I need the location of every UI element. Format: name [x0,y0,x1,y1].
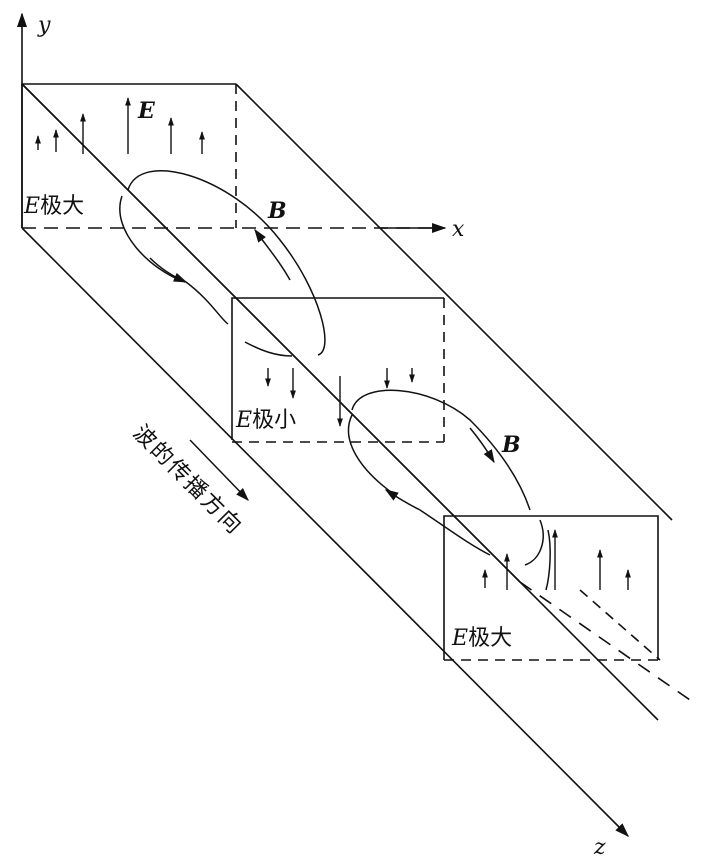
b-field-label-2: B [501,432,521,458]
box-edge-top-right [235,83,673,521]
b-loop-2-back-arrow [384,489,421,511]
face-2-solid [231,297,444,440]
propagation-arrow [189,439,249,501]
wave-axis [21,83,521,583]
e-field-label: E [137,98,156,124]
face-3-solid [443,515,659,660]
b-loop-2-end [419,509,491,556]
y-axis-label: y [37,13,51,38]
b-loop-1-back [119,195,186,283]
b-loop-3-mark [545,529,551,591]
x-axis-label: x [452,217,465,242]
z-axis-label: z [593,835,606,860]
wave-axis-dash [519,581,691,701]
face-3-diag-dashed [579,589,661,661]
b-loop-1-arrow [254,228,291,281]
b-field-label-1: B [267,198,287,224]
b-loop-2-right [524,519,544,566]
b-loop-1-front [127,169,326,356]
region-label-3: E极大 [451,626,512,651]
b-loop-2-top [351,389,531,511]
b-loop-1-tail [185,281,229,325]
b-loop-2-lower [347,414,396,496]
b-loop-1-back-arrow [149,257,188,283]
z-axis [21,227,630,838]
b-loop-2-arrow [469,427,495,464]
b-loop-1-lower [244,341,293,357]
face-1-solid [21,83,236,228]
region-label-2: E极小 [235,408,296,433]
region-label-1: E极大 [23,194,84,219]
